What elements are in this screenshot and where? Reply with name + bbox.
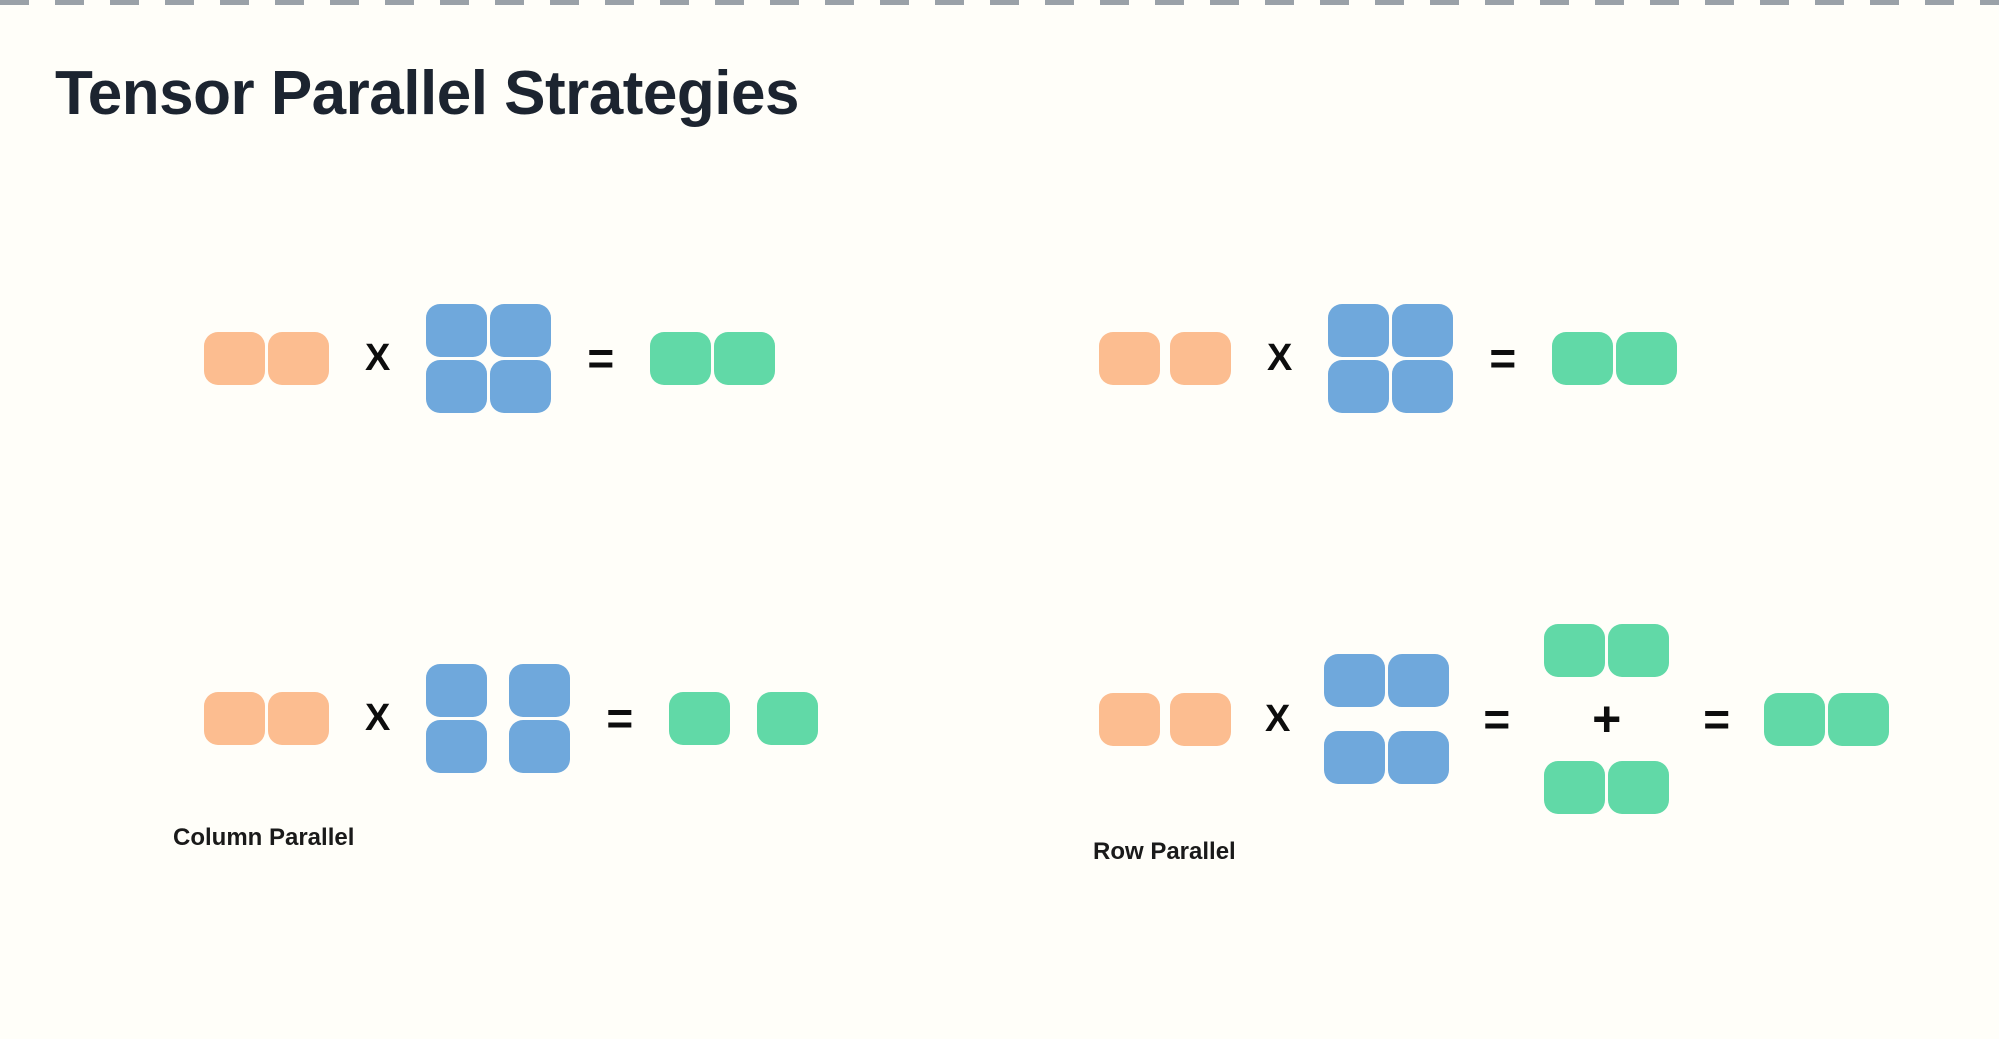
output-vector-green [1764, 692, 1890, 746]
matrix-block-blue [426, 719, 488, 773]
matrix-block-orange [204, 691, 265, 745]
matrix-block-blue [509, 663, 571, 717]
matrix-block-orange [1099, 692, 1160, 746]
matrix-block-orange [1170, 331, 1231, 385]
page-title: Tensor Parallel Strategies [55, 59, 799, 128]
matrix-block-blue [1392, 359, 1454, 413]
weight-matrix-blue [1328, 303, 1454, 413]
diagram-row-parallel: X = + = [1099, 622, 1890, 816]
matrix-block-orange [268, 691, 329, 745]
matrix-block-green [1828, 692, 1890, 746]
matrix-block-blue [1392, 303, 1454, 357]
matrix-block-blue [426, 663, 488, 717]
matrix-block-blue [1324, 654, 1386, 707]
input-vector-orange [204, 331, 329, 385]
matrix-block-green [1544, 624, 1606, 677]
matrix-block-green [669, 691, 731, 745]
matrix-block-green [1608, 624, 1670, 677]
matrix-block-green [1544, 761, 1606, 814]
matrix-block-green [650, 331, 712, 385]
matrix-block-blue [509, 719, 571, 773]
input-vector-orange [1099, 692, 1231, 746]
matrix-block-blue [490, 359, 552, 413]
multiply-operator: X [1265, 698, 1291, 740]
equals-operator: = [1703, 693, 1731, 745]
matrix-block-orange [1099, 331, 1160, 385]
matrix-block-orange [204, 331, 265, 385]
input-vector-orange [1099, 331, 1231, 385]
matrix-block-orange [1170, 692, 1231, 746]
diagram-full-matmul-right: X= [1099, 302, 1678, 414]
weight-matrix-blue [426, 303, 552, 413]
weight-matrix-blue-row-split [1324, 654, 1450, 784]
diagram-full-matmul-left: X= [204, 302, 776, 414]
matrix-block-green [714, 331, 776, 385]
matrix-block-green [1616, 331, 1678, 385]
multiply-operator: X [1267, 337, 1293, 379]
equals-operator: = [587, 332, 615, 384]
matrix-block-blue [1328, 303, 1390, 357]
diagram-column-parallel: X= [204, 662, 819, 774]
plus-operator: + [1592, 691, 1622, 747]
output-vector-green [1552, 331, 1678, 385]
matrix-block-green [1764, 692, 1826, 746]
matrix-block-green [1608, 761, 1670, 814]
matrix-block-blue [1328, 359, 1390, 413]
partial-output-green-bottom [1544, 761, 1670, 814]
output-vector-green-split [669, 691, 819, 745]
partial-output-green-top [1544, 624, 1670, 677]
column-parallel-label: Column Parallel [173, 824, 355, 851]
output-vector-green [650, 331, 776, 385]
row-parallel-label: Row Parallel [1093, 838, 1236, 865]
equals-operator: = [606, 692, 634, 744]
matrix-block-blue [1388, 731, 1450, 784]
matrix-block-green [757, 691, 819, 745]
weight-matrix-blue-column-split [426, 663, 571, 773]
multiply-operator: X [365, 697, 391, 739]
multiply-operator: X [365, 337, 391, 379]
matrix-block-blue [1388, 654, 1450, 707]
matrix-block-blue [1324, 731, 1386, 784]
matrix-block-blue [426, 359, 488, 413]
partial-sum-stack: + [1544, 624, 1670, 814]
top-dashed-border [0, 0, 1999, 5]
input-vector-orange [204, 691, 329, 745]
matrix-block-orange [268, 331, 329, 385]
matrix-block-green [1552, 331, 1614, 385]
equals-operator: = [1483, 693, 1511, 745]
equals-operator: = [1489, 332, 1517, 384]
matrix-block-blue [426, 303, 488, 357]
matrix-block-blue [490, 303, 552, 357]
